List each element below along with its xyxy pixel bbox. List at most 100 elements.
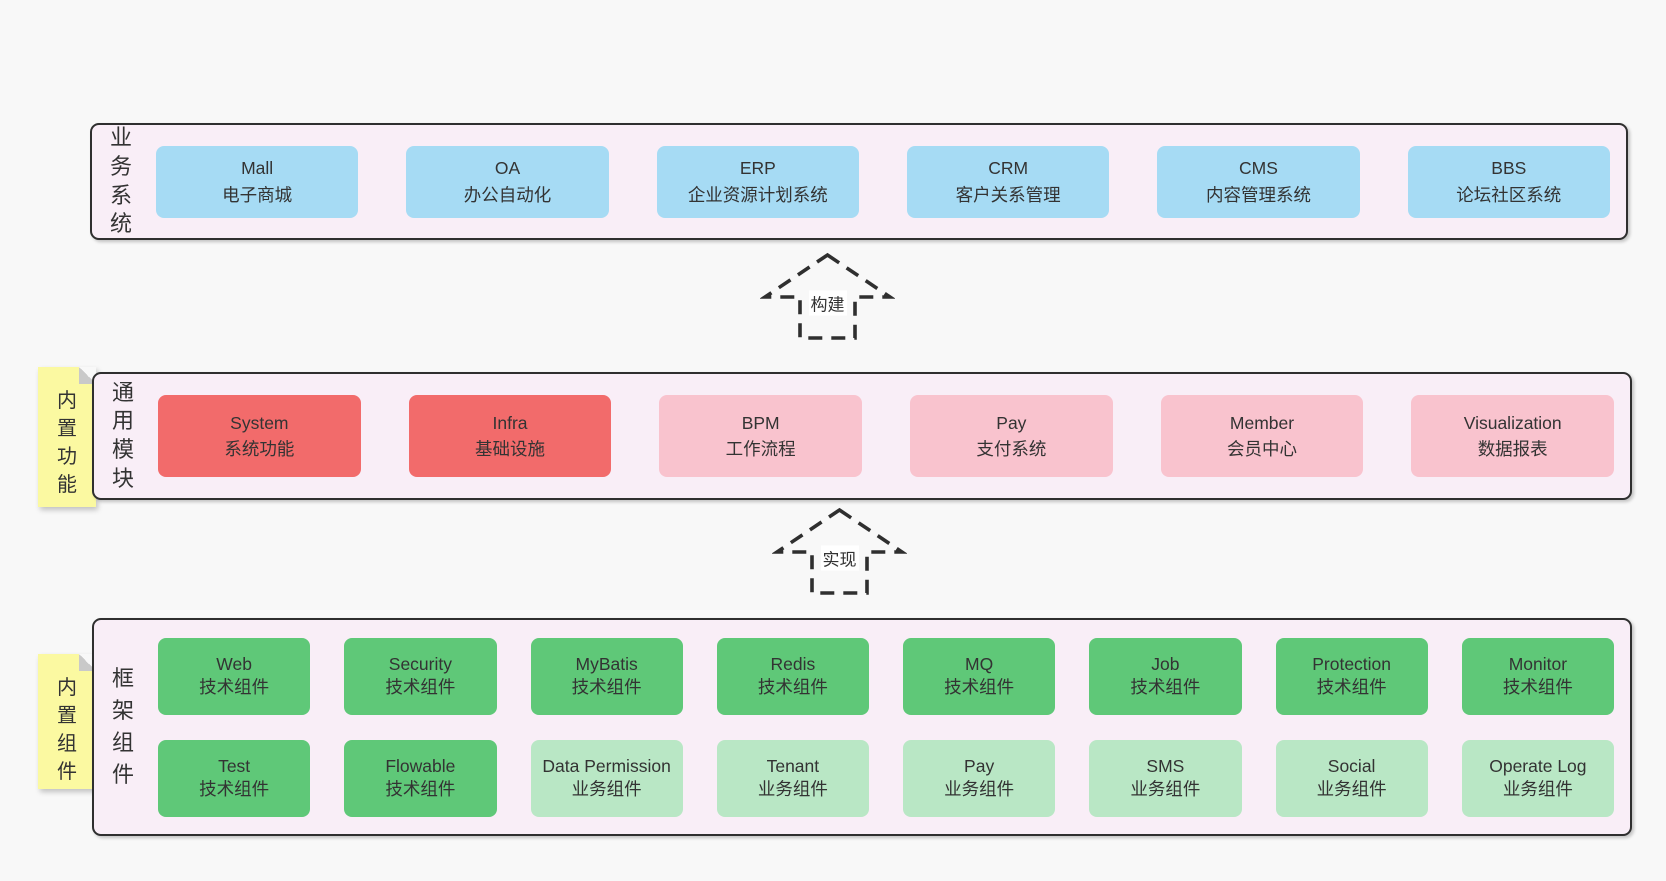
- box-name: Tenant: [766, 755, 820, 776]
- panel-title: 业务系统: [109, 125, 132, 237]
- module-box: Protection 技术组件: [1275, 637, 1428, 715]
- box-desc: 技术组件: [199, 779, 270, 799]
- box-desc: 业务组件: [757, 779, 828, 799]
- module-box: Tenant 业务组件: [716, 739, 869, 817]
- box-desc: 技术组件: [1316, 677, 1387, 697]
- box-name: Protection: [1312, 653, 1392, 674]
- box-desc: 技术组件: [1130, 677, 1201, 697]
- module-box: ERP 企业资源计划系统: [656, 145, 859, 218]
- box-name: Visualization: [1463, 412, 1562, 433]
- box-desc: 技术组件: [199, 677, 270, 697]
- module-box: Member 会员中心: [1160, 395, 1364, 477]
- up-arrow-icon: [760, 252, 895, 340]
- box-name: Infra: [492, 412, 528, 433]
- module-box: BPM 工作流程: [659, 395, 863, 477]
- box-name: Security: [388, 653, 452, 674]
- box-name: Social: [1327, 755, 1376, 776]
- box-desc: 论坛社区系统: [1456, 184, 1562, 205]
- box-name: Web: [216, 653, 252, 674]
- box-desc: 基础设施: [475, 439, 545, 459]
- sticky-note-builtin-components: 内置组件: [38, 654, 96, 789]
- box-name: MQ: [965, 653, 994, 674]
- box-desc: 数据报表: [1477, 439, 1548, 459]
- module-box: MyBatis 技术组件: [530, 637, 683, 715]
- box-desc: 内容管理系统: [1205, 184, 1311, 205]
- box-name: System: [230, 412, 289, 433]
- box-name: BBS: [1491, 158, 1527, 179]
- box-desc: 技术组件: [1502, 677, 1573, 697]
- box-desc: 技术组件: [385, 677, 456, 697]
- box-desc: 办公自动化: [463, 184, 552, 205]
- box-name: Redis: [770, 653, 816, 674]
- panel-business-systems: 业务系统 Mall 电子商城 OA 办公自动化 ERP 企业资源计划系统 CRM 客户关系管理…: [90, 123, 1628, 240]
- box-name: Job: [1151, 653, 1180, 674]
- box-desc: 支付系统: [976, 439, 1047, 459]
- box-row: Mall 电子商城 OA 办公自动化 ERP 企业资源计划系统 CRM 客户关系管理 CMS 内容…: [156, 145, 1610, 218]
- module-box: Monitor 技术组件: [1461, 637, 1614, 715]
- box-desc: 会员中心: [1227, 439, 1298, 459]
- module-box: Redis 技术组件: [716, 637, 869, 715]
- panel-title: 通用模块: [111, 379, 134, 491]
- module-box: Pay 业务组件: [903, 739, 1056, 817]
- box-desc: 业务组件: [1316, 779, 1387, 799]
- box-desc: 客户关系管理: [955, 184, 1061, 205]
- box-desc: 业务组件: [1130, 779, 1201, 799]
- module-box: Visualization 数据报表: [1411, 395, 1615, 477]
- box-name: Data Permission: [542, 755, 671, 776]
- box-name: BPM: [741, 412, 780, 433]
- folded-corner-icon: [79, 654, 96, 671]
- sticky-label: 内置功能: [57, 390, 77, 496]
- module-box: Mall 电子商城: [156, 145, 359, 218]
- module-box: Pay 支付系统: [910, 395, 1113, 477]
- module-box: Web 技术组件: [158, 637, 311, 715]
- module-box: Test 技术组件: [158, 739, 311, 817]
- panel-title: 框架组件: [111, 666, 134, 787]
- box-name: MyBatis: [575, 653, 638, 674]
- box-name: CRM: [988, 158, 1029, 179]
- box-desc: 技术组件: [385, 779, 456, 799]
- sticky-note-builtin-features: 内置功能: [38, 367, 96, 507]
- module-box: BBS 论坛社区系统: [1407, 145, 1610, 218]
- folded-corner-icon: [79, 367, 96, 384]
- sticky-label: 内置组件: [57, 677, 77, 783]
- arrow-label: 构建: [808, 290, 847, 316]
- box-name: Member: [1229, 412, 1295, 433]
- arrow-implement: 实现: [772, 505, 907, 597]
- box-name: Pay: [964, 755, 995, 776]
- box-desc: 技术组件: [757, 677, 828, 697]
- box-name: ERP: [739, 158, 776, 179]
- arrow-build: 构建: [760, 250, 895, 342]
- box-name: OA: [494, 158, 521, 179]
- box-name: Pay: [996, 412, 1027, 433]
- box-name: CMS: [1239, 158, 1278, 179]
- box-name: Test: [218, 755, 251, 776]
- box-desc: 电子商城: [222, 184, 293, 205]
- box-desc: 工作流程: [725, 439, 796, 459]
- module-box: Security 技术组件: [344, 637, 497, 715]
- box-desc: 企业资源计划系统: [687, 184, 828, 205]
- panel-rows: Mall 电子商城 OA 办公自动化 ERP 企业资源计划系统 CRM 客户关系管理 CMS 内容…: [156, 145, 1610, 218]
- module-box: Job 技术组件: [1089, 637, 1242, 715]
- module-box: SMS 业务组件: [1089, 739, 1242, 817]
- box-name: SMS: [1146, 755, 1185, 776]
- box-name: Mall: [241, 158, 274, 179]
- box-desc: 业务组件: [944, 779, 1015, 799]
- box-name: Monitor: [1508, 653, 1568, 674]
- arrow-label: 实现: [820, 545, 859, 571]
- box-desc: 业务组件: [571, 779, 642, 799]
- box-desc: 技术组件: [571, 677, 642, 697]
- module-box: Infra 基础设施: [408, 395, 612, 477]
- module-box: OA 办公自动化: [406, 145, 609, 218]
- box-name: Operate Log: [1489, 755, 1587, 776]
